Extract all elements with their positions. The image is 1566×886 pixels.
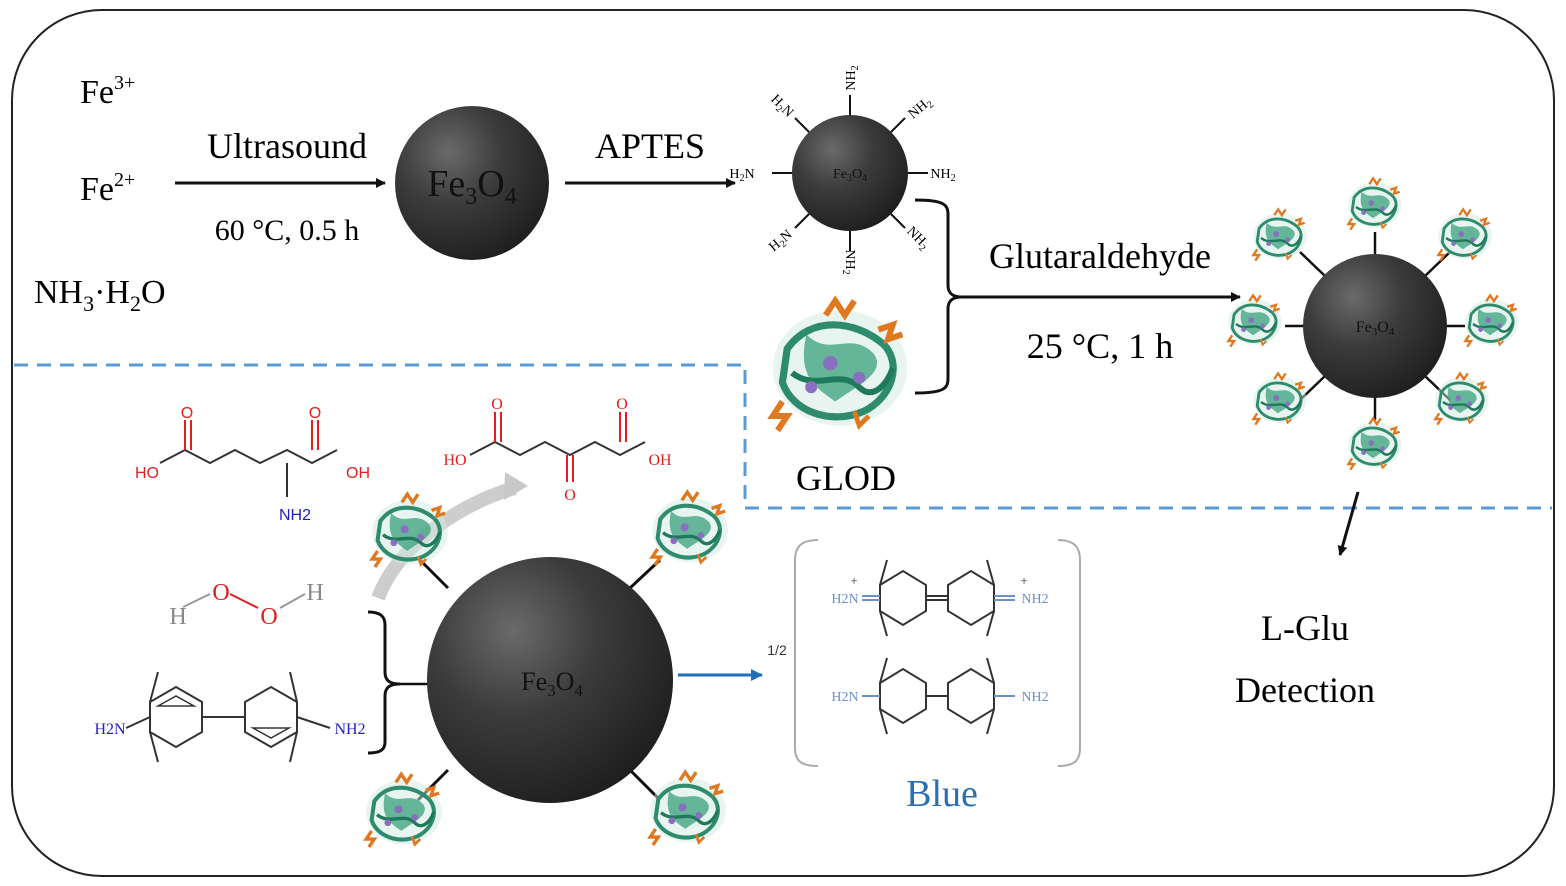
svg-text:NH2: NH2 <box>844 65 861 90</box>
svg-text:H: H <box>306 580 323 606</box>
reduced-tmb-structure: H2N NH2 <box>831 657 1049 735</box>
svg-text:O: O <box>564 487 576 504</box>
aptes-label: APTES <box>595 126 705 166</box>
svg-text:H2N: H2N <box>831 592 858 607</box>
fe3o4-particle-label: Fe3O4 <box>427 163 516 210</box>
enzyme-loaded-particle: Fe3O4 <box>1226 176 1521 472</box>
svg-text:NH2: NH2 <box>902 224 932 254</box>
glutaraldehyde-condition: 25 °C, 1 h <box>1027 326 1173 366</box>
amine-particle: Fe3O4 NH2 H2N NH2 H2N NH2 H2N NH2 NH2 <box>729 65 955 274</box>
glutaraldehyde-label: Glutaraldehyde <box>989 236 1211 276</box>
svg-text:+: + <box>850 573 857 588</box>
detection-line1: L-Glu <box>1261 608 1349 648</box>
svg-text:NH2: NH2 <box>840 249 857 274</box>
outer-border <box>11 9 1555 877</box>
svg-text:H2N: H2N <box>831 690 858 705</box>
svg-text:NH2: NH2 <box>906 95 936 124</box>
join-bracket <box>914 198 963 395</box>
oxidized-tmb-structure: H2N NH2 + + <box>831 559 1049 637</box>
hydrogen-peroxide-structure: H O O H <box>169 580 323 630</box>
svg-text:O: O <box>212 580 229 606</box>
fe3o4-particle <box>395 106 549 260</box>
blue-label: Blue <box>906 773 978 815</box>
ultrasound-label: Ultrasound <box>207 126 367 166</box>
ultrasound-condition: 60 °C, 0.5 h <box>215 214 360 247</box>
svg-text:Fe3O4: Fe3O4 <box>521 667 583 700</box>
large-fe3o4-nanozyme: Fe3O4 <box>366 492 728 847</box>
svg-text:NH2: NH2 <box>1021 690 1048 705</box>
svg-text:H: H <box>169 604 186 630</box>
glod-enzyme <box>773 301 907 431</box>
svg-text:O: O <box>309 405 321 422</box>
reactant-bracket <box>367 610 401 755</box>
svg-text:Fe2+: Fe2+ <box>80 169 135 208</box>
tmb-structure: H2N NH2 <box>94 671 366 763</box>
svg-text:Fe3O4: Fe3O4 <box>1356 319 1395 338</box>
fe2-ion: Fe2+ <box>80 169 135 208</box>
svg-text:NH2: NH2 <box>1021 592 1048 607</box>
fraction-label: 1/2 <box>767 642 787 658</box>
ammonia-water: NH3·H2O <box>34 274 166 316</box>
glutamic-acid-structure: O O HO OH NH2 <box>135 405 370 524</box>
svg-text:Fe3+: Fe3+ <box>80 72 135 111</box>
dashed-divider <box>14 363 1552 510</box>
arrow-detection <box>1337 491 1360 556</box>
svg-text:HO: HO <box>135 465 159 482</box>
svg-text:NH2: NH2 <box>279 507 311 524</box>
svg-text:OH: OH <box>346 465 370 482</box>
svg-text:Fe3O4: Fe3O4 <box>833 167 867 184</box>
svg-text:H2N: H2N <box>766 227 796 256</box>
svg-text:+: + <box>1020 573 1027 588</box>
svg-text:O: O <box>491 396 503 413</box>
ketoglutarate-structure: O O O HO OH <box>443 396 672 504</box>
fe3-ion: Fe3+ <box>80 72 135 111</box>
svg-text:HO: HO <box>443 452 466 469</box>
svg-text:NH2: NH2 <box>930 167 955 184</box>
svg-text:NH3·H2O: NH3·H2O <box>34 274 166 316</box>
product-bracket-right <box>1057 539 1081 767</box>
svg-text:H2N: H2N <box>729 167 754 184</box>
svg-text:NH2: NH2 <box>334 721 365 738</box>
reaction-curve-arrowhead <box>504 472 528 500</box>
svg-text:O: O <box>260 604 277 630</box>
glod-label: GLOD <box>796 458 896 498</box>
svg-text:OH: OH <box>648 452 672 469</box>
detection-line2: Detection <box>1235 670 1375 710</box>
svg-text:H2N: H2N <box>766 92 796 122</box>
product-bracket-left <box>794 539 819 767</box>
svg-text:O: O <box>181 405 193 422</box>
svg-text:H2N: H2N <box>94 721 126 738</box>
svg-text:O: O <box>616 396 628 413</box>
